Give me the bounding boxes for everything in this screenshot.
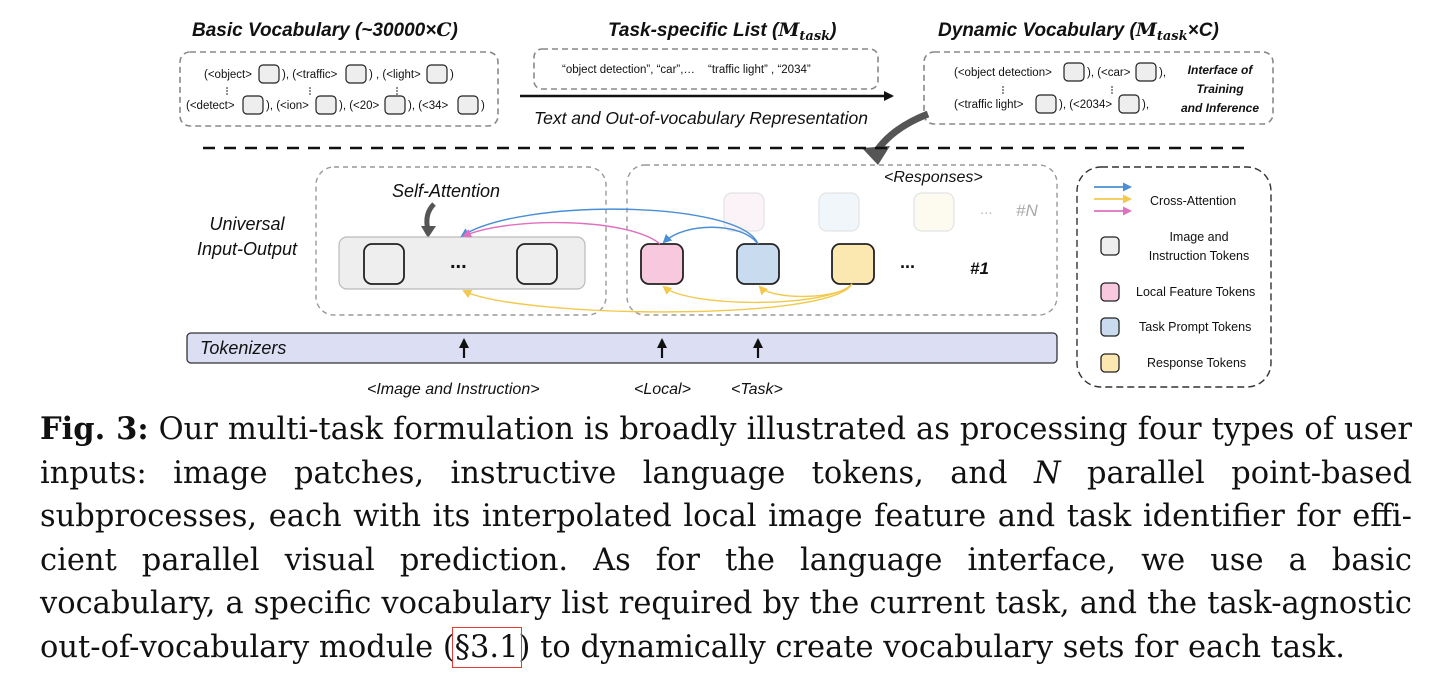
dynamic-to-responses-arrow [873, 110, 930, 155]
response-token [831, 243, 875, 285]
basic-vocab-box [179, 51, 499, 127]
svg-text:), (<traffic>: ), (<traffic> [282, 69, 338, 81]
legend-response-swatch [1100, 353, 1120, 373]
legend-image-label-1: Image and [1169, 230, 1228, 244]
svg-text:),: ), [1142, 99, 1149, 111]
dynamic-vocab-row-1: (<object detection> ), (<car> ), [954, 62, 1166, 82]
svg-text:): ) [450, 69, 454, 81]
svg-text:),: ), [1159, 67, 1166, 79]
svg-text:), (<ion>: ), (<ion> [266, 100, 309, 112]
legend-local-label: Local Feature Tokens [1136, 285, 1255, 299]
task-prompt-token [736, 243, 780, 285]
svg-text:) , (<light>: ) , (<light> [369, 69, 421, 81]
self-attention-label: Self-Attention [392, 181, 500, 201]
tokenizers-bar [186, 332, 1058, 364]
responses-label: <Responses> [884, 169, 983, 186]
faded-task-token [818, 192, 860, 232]
svg-text:(<detect>: (<detect> [186, 100, 235, 112]
image-token-1 [363, 243, 405, 285]
svg-text:Input-Output: Input-Output [197, 239, 298, 259]
dynamic-vocab-box [923, 51, 1274, 125]
legend-image-swatch [1100, 236, 1120, 256]
svg-text:(<traffic light>: (<traffic light> [954, 99, 1024, 111]
svg-text:): ) [481, 100, 485, 112]
image-token-ellipsis: ... [450, 251, 467, 273]
responses-region [626, 164, 1058, 316]
n-label: #N [1016, 201, 1038, 220]
svg-text:), (<2034>: ), (<2034> [1059, 99, 1112, 111]
dynamic-vocab-row-2: (<traffic light> ), (<2034> ), [954, 94, 1149, 114]
local-feature-token [640, 243, 684, 285]
blue-arrow-to-image [460, 208, 759, 245]
svg-text:and Inference: and Inference [1181, 101, 1259, 115]
representation-caption: Text and Out-of-vocabulary Representatio… [534, 108, 868, 128]
legend-image-label-2: Instruction Tokens [1149, 249, 1250, 263]
self-attention-pointer-head [421, 226, 436, 238]
caption-text-1: Our multi-task formulation is broadly il… [40, 412, 1412, 491]
row-ellipsis: ... [900, 252, 915, 272]
image-instruction-region [315, 166, 607, 316]
faded-local-token [723, 192, 765, 232]
svg-text:), (<car>: ), (<car> [1087, 67, 1131, 79]
legend-task-label: Task Prompt Tokens [1139, 320, 1251, 334]
task-list-title: Task-specific List (Mtask) [608, 19, 837, 44]
basic-vocab-title: Basic Vocabulary (~30000×C) [192, 19, 458, 41]
caption-text-2: parallel point-based subprocesses, each … [40, 455, 1412, 665]
caption-var-n: N [1033, 455, 1061, 491]
universal-io-label: Universal Input-Output [197, 214, 298, 259]
dynamic-vocab-title: Dynamic Vocabulary (Mtask×C) [938, 19, 1219, 44]
basic-vocab-row-2: (<detect> ), (<ion> ), (<20> ), (<34> ) [186, 95, 485, 115]
pink-arrow-to-image [462, 221, 661, 245]
basic-vocab-row-1: (<object> ), (<traffic> ) , (<light> ) [204, 64, 454, 84]
caption-label: Fig. 3: [40, 411, 149, 447]
task-list-box [533, 48, 879, 90]
tokenizers-label: Tokenizers [200, 338, 286, 358]
figure-caption: Fig. 3: Our multi-task formulation is br… [40, 408, 1412, 669]
yellow-arrow-to-task [758, 283, 853, 298]
svg-text:Training: Training [1196, 82, 1244, 96]
legend-response-label: Response Tokens [1147, 356, 1246, 370]
caption-text-3: ) to dynamically create vocabulary sets … [518, 629, 1345, 665]
faded-response-token [913, 192, 955, 232]
yellow-arrow-to-image [462, 283, 853, 313]
svg-text:Universal: Universal [209, 214, 285, 234]
dynamic-vocab-ellipsis [1002, 86, 1113, 94]
svg-text:), (<20>: ), (<20> [339, 100, 380, 112]
figure-diagram: Basic Vocabulary (~30000×C) Task-specifi… [179, 19, 1274, 398]
svg-text:(<object>: (<object> [204, 69, 252, 81]
input-task-label: <Task> [731, 381, 783, 398]
legend-cross-attention: Cross-Attention [1150, 194, 1236, 208]
basic-vocab-ellipsis [226, 87, 398, 95]
legend-box [1076, 166, 1272, 388]
section-reference-link[interactable]: §3.1 [451, 626, 522, 668]
cross-attention-arrows [1094, 182, 1132, 216]
dynamic-to-responses-arrowhead [862, 146, 890, 165]
legend-local-swatch [1100, 282, 1120, 302]
blue-arrow-to-local [662, 226, 759, 245]
legend-task-swatch [1100, 317, 1120, 337]
task-list-items: “object detection”, “car”,…“traffic ligh… [562, 64, 811, 76]
svg-text:), (<34>: ), (<34> [408, 100, 449, 112]
svg-text:Interface of: Interface of [1188, 63, 1254, 77]
input-local-label: <Local> [634, 381, 691, 398]
interface-label: Interface of Training and Inference [1181, 63, 1259, 115]
one-label: #1 [970, 259, 989, 278]
yellow-arrow-to-local [662, 283, 853, 304]
image-token-2 [516, 243, 558, 285]
faded-ellipsis: ... [980, 201, 993, 218]
svg-text:(<object detection>: (<object detection> [954, 67, 1052, 79]
input-image-label: <Image and Instruction> [367, 381, 540, 398]
